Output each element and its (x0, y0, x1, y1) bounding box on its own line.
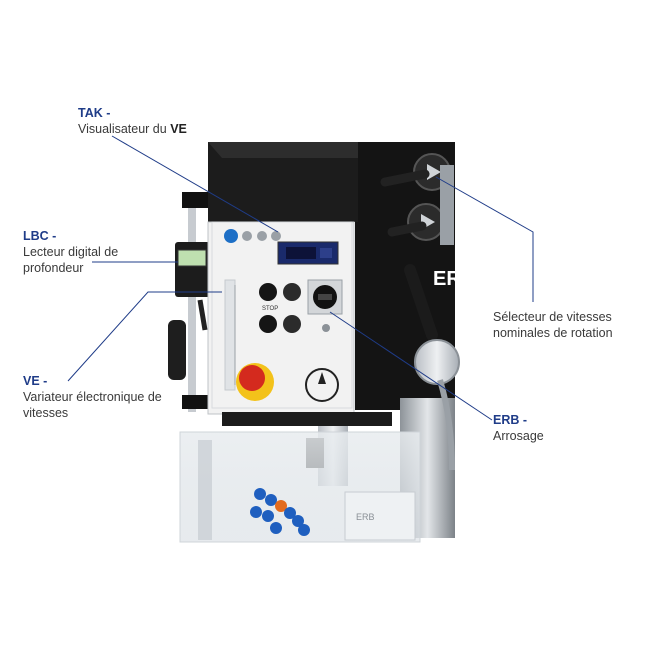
callout-ve-desc: Variateur électronique de vitesses (23, 390, 162, 420)
coolant-hose (250, 488, 310, 536)
panel-button-label: STOP (262, 306, 278, 312)
callout-lbc-desc: Lecteur digital de profondeur (23, 245, 119, 275)
start-button (259, 283, 277, 301)
callout-tak-desc: Visualisateur du VE (78, 121, 187, 137)
callout-speed-selector-desc: Sélecteur de vitesses nominales de rotat… (493, 310, 613, 340)
drill-head: ER GR (355, 142, 497, 538)
speed-display (277, 241, 339, 265)
forward-switch (283, 283, 301, 301)
leader-lines (67, 135, 534, 421)
spindle-lever (404, 264, 460, 471)
head-badge-text: ER GR (433, 268, 497, 290)
callout-tak: TAK - Visualisateur du VE (78, 105, 187, 137)
callout-erb: ERB - Arrosage (493, 412, 544, 444)
speed-selector (380, 153, 454, 245)
plate-label: ERB (356, 512, 375, 522)
leader-erb (329, 311, 493, 421)
callout-erb-desc: Arrosage (493, 429, 544, 443)
callout-tak-code: TAK - (78, 106, 111, 120)
rotation-switch (283, 315, 301, 333)
leader-tak (111, 135, 279, 233)
head-badge: ER GR (433, 268, 497, 290)
callout-tak-desc-text: Visualisateur du (78, 122, 171, 136)
callout-ve: VE - Variateur électronique de vitesses (23, 373, 163, 421)
callout-ve-code: VE - (23, 374, 48, 388)
reset-marker (305, 368, 339, 402)
emergency-stop (236, 363, 274, 401)
leader-ve (67, 291, 222, 382)
callout-tak-desc-bold: VE (170, 122, 187, 136)
depth-reader (168, 192, 212, 412)
callout-speed-selector: Sélecteur de vitesses nominales de rotat… (493, 309, 633, 341)
callout-erb-code: ERB - (493, 413, 528, 427)
callout-lbc-code: LBC - (23, 229, 57, 243)
safety-icon (224, 229, 238, 243)
coolant-switch (307, 279, 343, 315)
callout-lbc: LBC - Lecteur digital de profondeur (23, 228, 133, 276)
control-cabinet: STOP (207, 142, 358, 415)
stop-button (259, 315, 277, 333)
leader-sel (435, 176, 534, 302)
